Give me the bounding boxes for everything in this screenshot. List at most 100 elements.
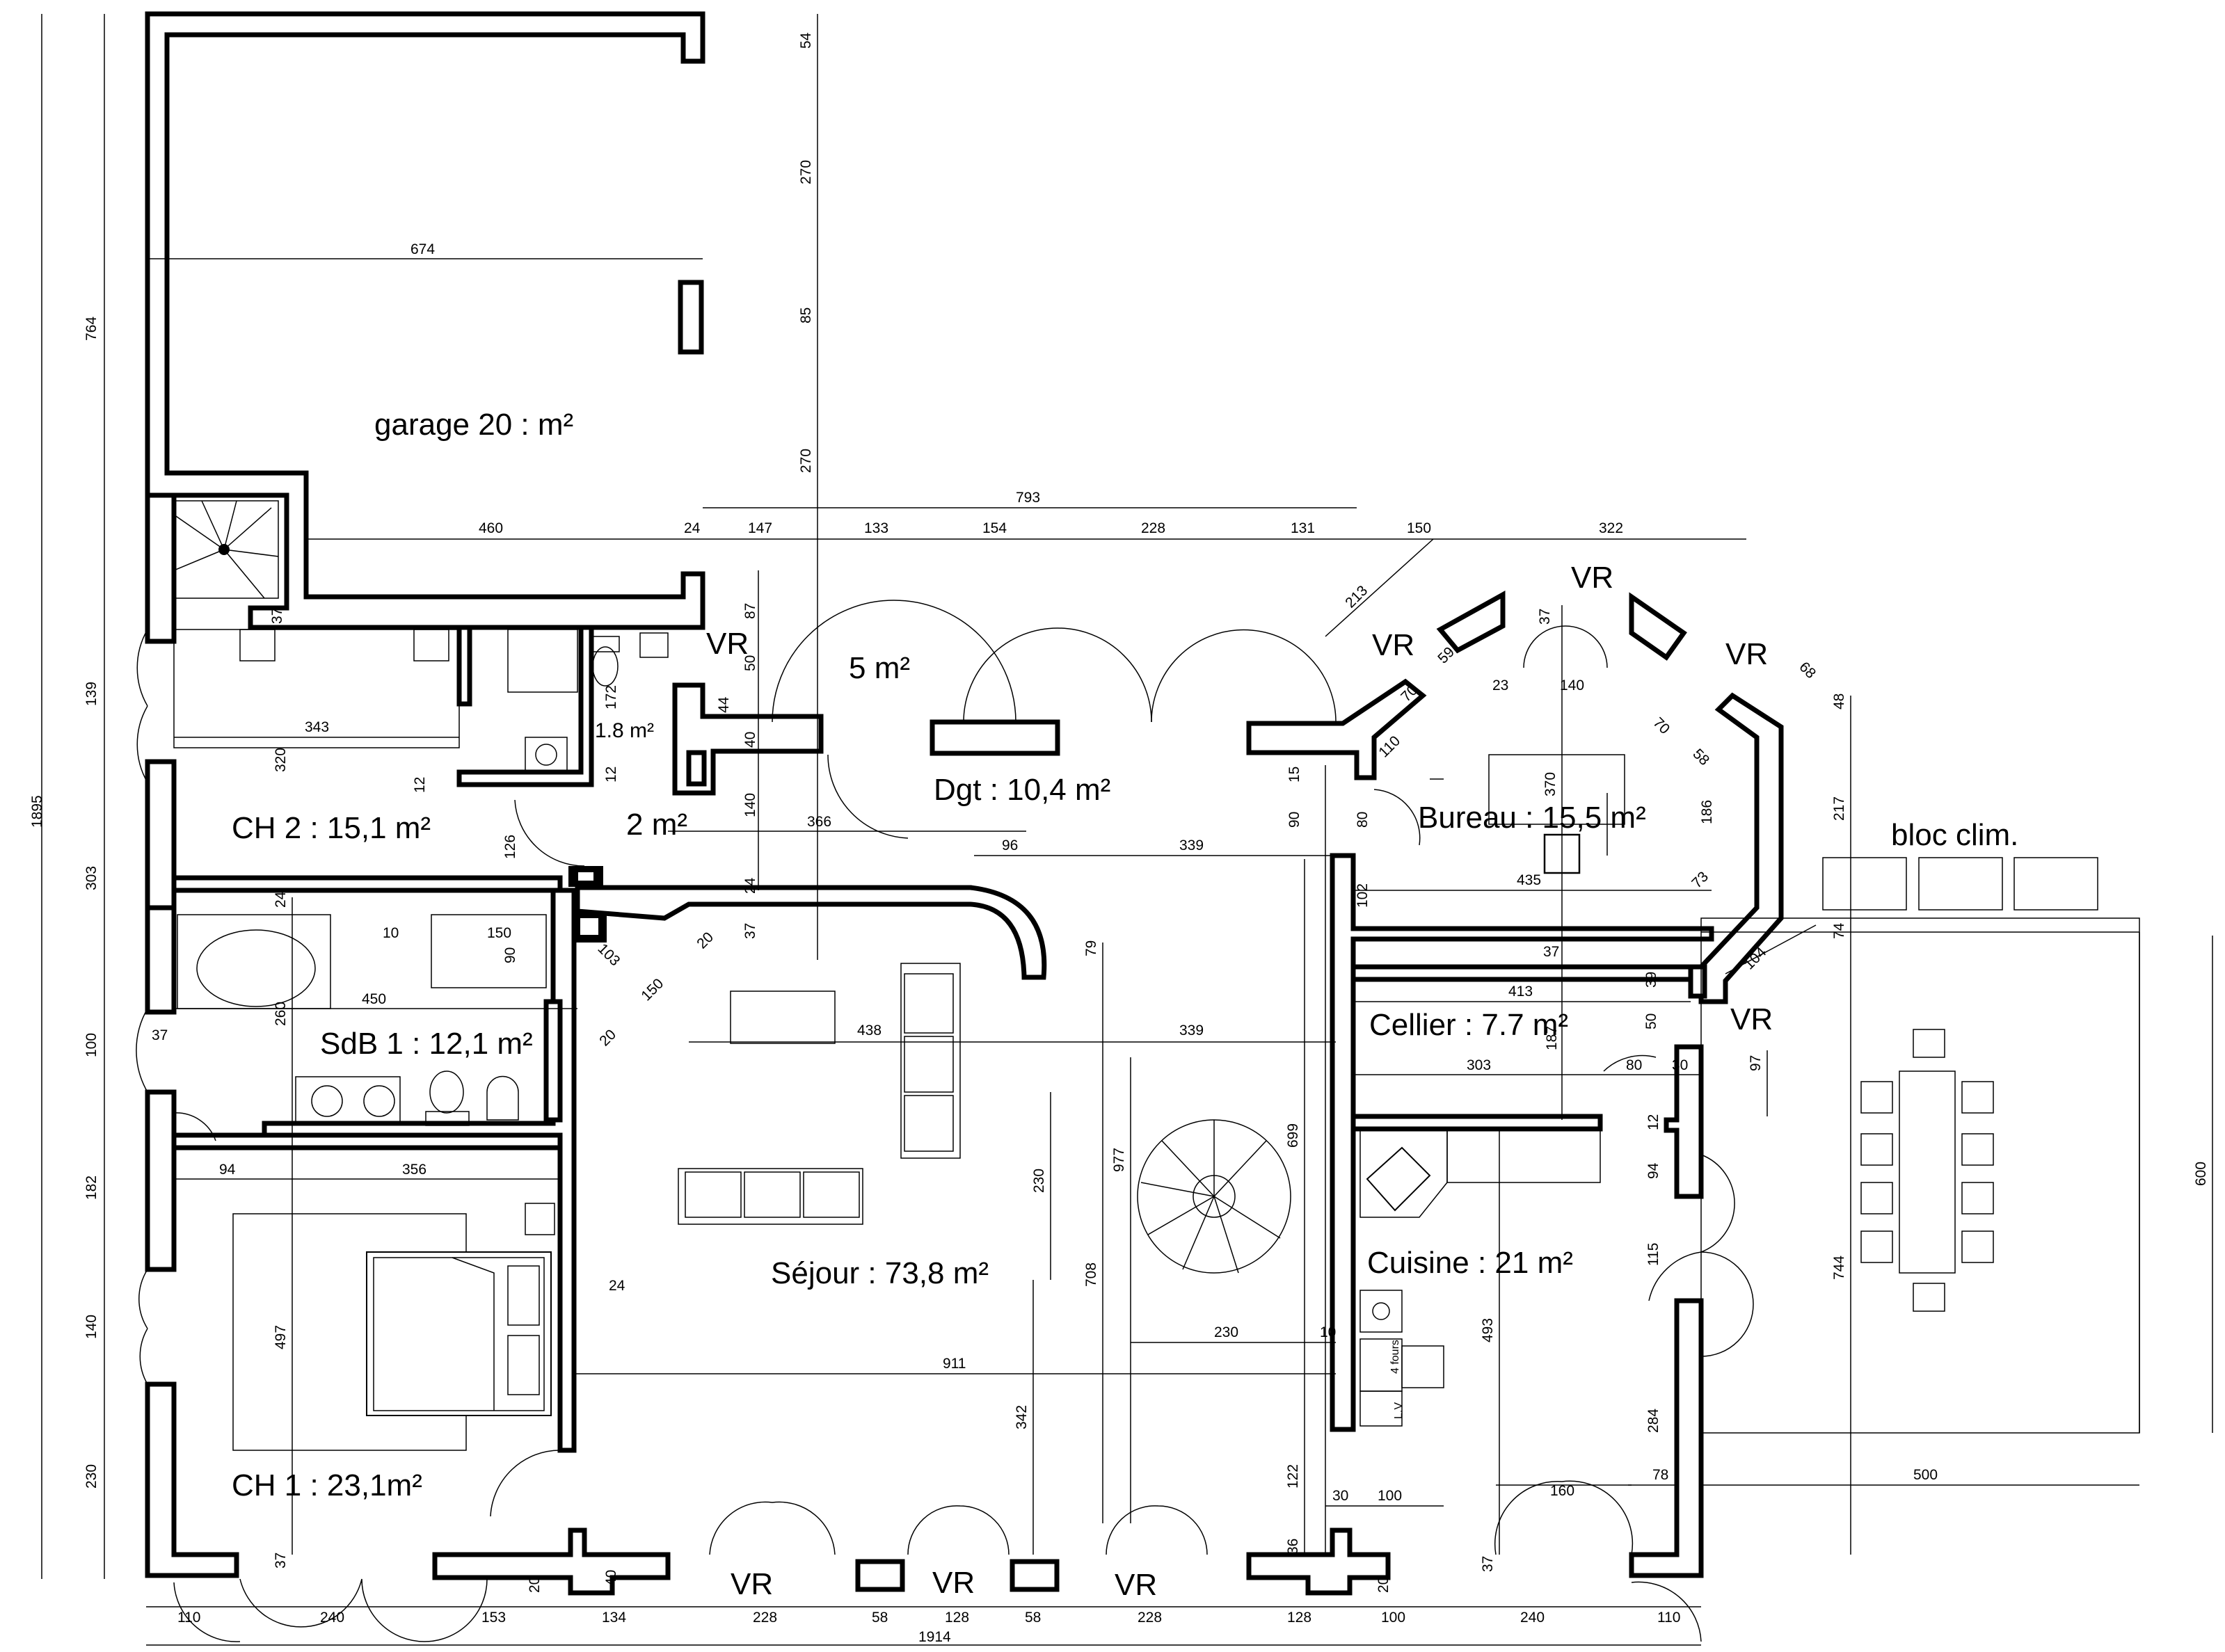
dim-text: 115 xyxy=(1645,1243,1661,1266)
room-ch2: CH 2 : 15,1 m² xyxy=(232,811,431,845)
vr-label: VR xyxy=(1372,628,1414,662)
door-south-2 xyxy=(907,1505,1010,1555)
dim-text: 94 xyxy=(219,1162,236,1178)
dim-text: 100 xyxy=(83,1033,99,1057)
vr-label: VR xyxy=(706,627,749,661)
dim-text: 40 xyxy=(742,732,758,748)
wall-bureau-s xyxy=(1330,853,1714,1432)
sdb-bidet xyxy=(486,1075,519,1121)
bath-sink xyxy=(525,737,568,773)
dim-text: 73 xyxy=(1689,869,1712,892)
ch2-nightstand-2 xyxy=(413,629,449,661)
label-lv: L.V xyxy=(1393,1402,1405,1419)
clim-unit-1 xyxy=(1822,857,1907,911)
wc-bowl xyxy=(592,646,619,687)
dim-text: 160 xyxy=(1550,1483,1574,1499)
dim-text: 23 xyxy=(1492,677,1508,693)
dim-text: 20 xyxy=(527,1577,543,1593)
ch1-bed-inner xyxy=(373,1257,545,1411)
sdb-wc xyxy=(429,1070,464,1114)
stair-line xyxy=(223,500,237,550)
dim-text: 699 xyxy=(1285,1123,1301,1148)
door-east-3 xyxy=(1648,1251,1702,1301)
dim-text: 96 xyxy=(1002,837,1018,853)
wall-hall-2 xyxy=(686,750,707,787)
clim-unit-2 xyxy=(1918,857,2003,911)
dim-text: 37 xyxy=(152,1027,168,1043)
dim-text: 764 xyxy=(83,316,99,341)
bureau-desk xyxy=(1488,754,1625,825)
stair-line xyxy=(223,549,279,557)
dim-text: 122 xyxy=(1285,1464,1301,1489)
room-ch1: CH 1 : 23,1m² xyxy=(232,1468,422,1502)
garage-pillar xyxy=(678,280,704,355)
room-labels: garage 20 : m² 5 m² 1.8 m² Dgt : 10,4 m²… xyxy=(232,408,2018,1502)
dim-text: 320 xyxy=(273,748,289,772)
dim-text: 110 xyxy=(1375,733,1403,761)
dim-text: 78 xyxy=(1652,1467,1668,1483)
dim-text: 50 xyxy=(742,655,758,671)
west-wall-3 xyxy=(145,1089,177,1272)
dim-text: 37 xyxy=(273,1553,289,1569)
dimension-lines xyxy=(41,14,2213,1646)
sdb-shower xyxy=(431,914,547,988)
dim-text: 370 xyxy=(1542,772,1558,796)
room-sdb1: SdB 1 : 12,1 m² xyxy=(320,1027,533,1061)
wall-bureau-nw xyxy=(1436,591,1506,654)
label-four: 4 fours xyxy=(1389,1340,1401,1374)
dim-text: 50 xyxy=(1643,1013,1659,1029)
dim-text: 438 xyxy=(857,1023,882,1038)
door-ch1-bottom xyxy=(239,1578,488,1642)
dim-text: 230 xyxy=(1214,1324,1238,1340)
wall-cellier-bot xyxy=(1350,1114,1603,1132)
dim-text: 228 xyxy=(753,1610,777,1626)
dim-text: 10 xyxy=(383,925,399,941)
room-5m2: 5 m² xyxy=(849,651,910,685)
dim-text: 126 xyxy=(502,835,518,859)
door-west-1b xyxy=(136,705,148,783)
spiral-step xyxy=(1213,1140,1267,1197)
door-east-2 xyxy=(1700,1251,1754,1357)
dim-text: 85 xyxy=(798,307,814,323)
dim-text: 58 xyxy=(1689,746,1712,769)
dim-text: 133 xyxy=(864,520,888,536)
room-bureau: Bureau : 15,5 m² xyxy=(1418,801,1646,835)
dim-text: 366 xyxy=(807,814,831,830)
dim-text: 20 xyxy=(596,1027,619,1050)
dim-text: 37 xyxy=(1480,1556,1496,1572)
kitchen-island xyxy=(1446,1130,1601,1183)
dim-text: 793 xyxy=(1016,490,1040,506)
dim-text: 303 xyxy=(1467,1057,1491,1073)
dim-text: 44 xyxy=(716,696,732,713)
bathtub xyxy=(196,929,316,1007)
dimension-texts: 674 764 1895 54 270 85 270 793 460 24 14… xyxy=(29,32,2209,1645)
wall-hall-top xyxy=(575,885,1047,980)
south-wall-3 xyxy=(1010,1559,1060,1592)
spiral-step xyxy=(1213,1196,1281,1239)
door-bureau-top xyxy=(1523,625,1566,668)
dining-table xyxy=(1899,1070,1956,1274)
dim-text: 39 xyxy=(1643,972,1659,988)
dim-text: 110 xyxy=(1657,1610,1680,1626)
dim-text: 140 xyxy=(742,793,758,817)
coffee-table xyxy=(730,991,836,1044)
kitchen-lv xyxy=(1359,1390,1403,1427)
sofa-bottom-cushion-1 xyxy=(685,1171,742,1218)
dim-text: 37 xyxy=(742,923,758,939)
dim-text: 500 xyxy=(1913,1467,1938,1483)
dim-text: 80 xyxy=(1626,1057,1642,1073)
west-wall-4 xyxy=(145,1381,239,1578)
dim-text: 54 xyxy=(798,32,814,49)
vr-label: VR xyxy=(1730,1002,1773,1036)
spiral-step xyxy=(1161,1140,1215,1197)
dim-text: 187 xyxy=(1544,1026,1560,1050)
dim-text: 24 xyxy=(273,891,289,908)
south-wall-4 xyxy=(1246,1527,1391,1596)
room-wc: 1.8 m² xyxy=(595,719,654,742)
dim-text: 90 xyxy=(1286,812,1302,828)
dim-text: 744 xyxy=(1831,1256,1847,1280)
dim-text: 493 xyxy=(1480,1318,1496,1342)
sdb-vanity xyxy=(295,1076,401,1123)
room-dgt: Dgt : 10,4 m² xyxy=(934,773,1110,807)
dim-text: 154 xyxy=(982,520,1007,536)
